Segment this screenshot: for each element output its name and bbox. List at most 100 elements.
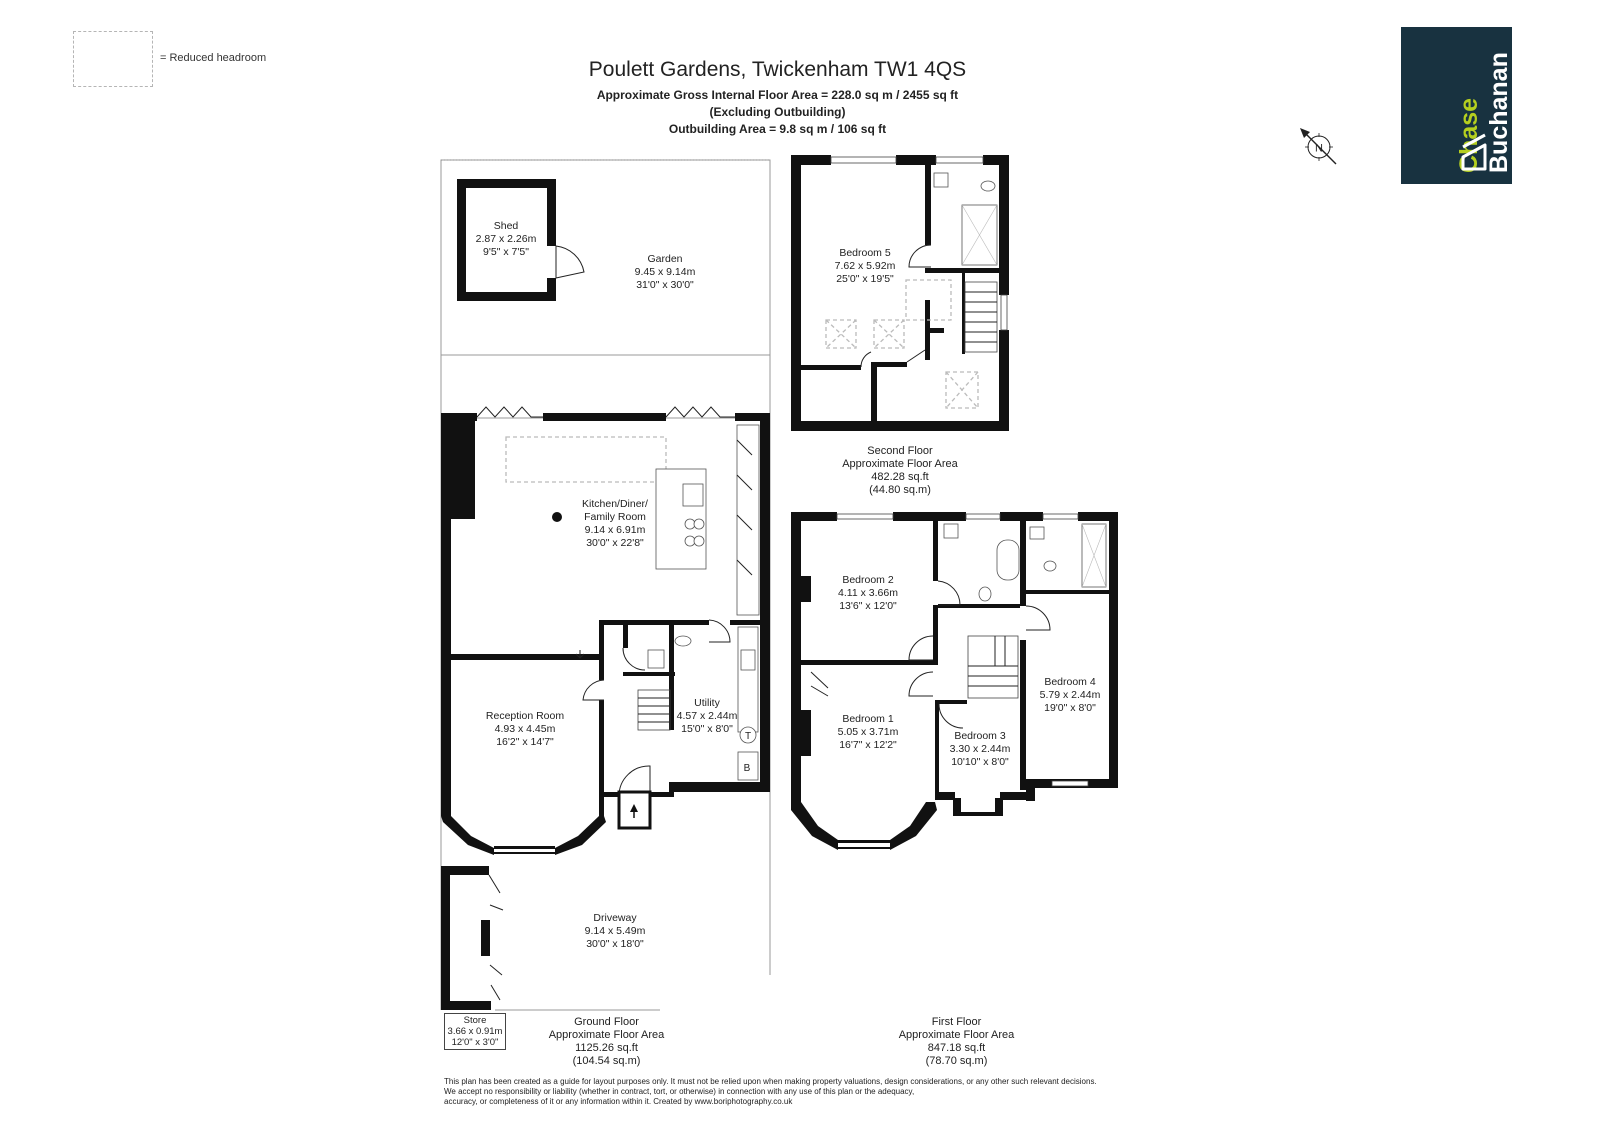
second-floor-toilet-icon <box>980 180 996 192</box>
reduced-headroom-legend-swatch <box>73 31 153 87</box>
second-floor-stairs <box>964 281 998 353</box>
floor-name: Second Floor <box>867 445 933 457</box>
room-imperial: 25'0" x 19'5" <box>836 273 894 285</box>
room-metric: 9.14 x 5.49m <box>584 925 646 937</box>
store-outline <box>441 866 504 1010</box>
floor-name: Ground Floor <box>574 1016 639 1028</box>
ensuite-basin-icon <box>1029 526 1045 540</box>
room-metric: 2.87 x 2.26m <box>475 233 537 245</box>
wc-basin-icon <box>647 649 665 669</box>
rooflight-1 <box>825 319 857 349</box>
floor-area-label: Approximate Floor Area <box>898 1029 1015 1041</box>
floor-area-sqft: 847.18 sq.ft <box>927 1042 986 1054</box>
second-floor-plan <box>791 155 1009 431</box>
bifold-door-left <box>476 406 543 418</box>
room-name: Bedroom 3 <box>954 730 1006 742</box>
floor-area-sqft: 1125.26 sq.ft <box>575 1042 638 1054</box>
room-metric: 4.11 x 3.66m <box>838 587 898 599</box>
disclaimer-line: accuracy, or completeness of it or any i… <box>444 1097 793 1106</box>
room-imperial: 15'0" x 8'0" <box>681 723 733 735</box>
floor-area-label: Approximate Floor Area <box>548 1029 665 1041</box>
room-label-driveway: Driveway 9.14 x 5.49m 30'0" x 18'0" <box>565 912 665 951</box>
boiler-label: B <box>744 763 751 774</box>
floor-area-sqm: (78.70 sq.m) <box>925 1055 988 1067</box>
room-name: Driveway <box>593 912 637 924</box>
room-label-reception: Reception Room 4.93 x 4.45m 16'2" x 14'7… <box>470 710 580 749</box>
reduced-headroom-legend-label: = Reduced headroom <box>160 52 267 64</box>
rooflight-3 <box>945 371 979 409</box>
rooflight-2 <box>873 319 905 349</box>
room-imperial: 19'0" x 8'0" <box>1044 702 1096 714</box>
second-floor-basin-icon <box>933 172 949 188</box>
kitchen-sink-icon <box>682 483 704 507</box>
compass-north-label: N <box>1315 143 1323 155</box>
disclaimer-line: This plan has been created as a guide fo… <box>444 1077 1097 1086</box>
room-imperial: 13'6" x 12'0" <box>839 600 897 612</box>
logo-word-buchanan: Buchanan <box>1485 52 1512 173</box>
disclaimer: This plan has been created as a guide fo… <box>444 1077 1164 1107</box>
floor-area-sqft: 482.28 sq.ft <box>871 471 929 483</box>
room-imperial: 16'2" x 14'7" <box>496 736 554 748</box>
utility-door-swing <box>708 619 731 643</box>
room-name: Reception Room <box>485 710 565 722</box>
room-metric: 5.79 x 2.44m <box>1039 689 1101 701</box>
room-imperial: 31'0" x 30'0" <box>636 279 694 291</box>
room-metric: 4.57 x 2.44m <box>676 710 738 722</box>
shower-door-swing <box>908 244 932 268</box>
ground-floor-walls <box>441 413 770 855</box>
bath-icon <box>996 539 1020 581</box>
ground-floor-plan: T B <box>440 159 771 1011</box>
north-arrow-icon: N <box>1300 128 1337 165</box>
room-metric: 9.14 x 6.91m <box>584 524 646 536</box>
wc-toilet-icon <box>674 635 692 647</box>
front-porch <box>617 790 652 830</box>
second-floor-summary: Second Floor Approximate Floor Area 482.… <box>840 445 960 497</box>
outbuilding-area-line: Outbuilding Area = 9.8 sq m / 106 sq ft <box>668 122 887 136</box>
agency-logo: Chase Buchanan <box>1401 27 1513 184</box>
excluding-outbuilding-line: (Excluding Outbuilding) <box>709 105 846 119</box>
room-name: Garden <box>647 253 683 265</box>
room-metric: 7.62 x 5.92m <box>834 260 896 272</box>
room-label-garden: Garden 9.45 x 9.14m 31'0" x 30'0" <box>610 253 720 292</box>
room-metric: 5.05 x 3.71m <box>837 726 899 738</box>
house-icon <box>1461 133 1487 171</box>
room-metric: 3.30 x 2.44m <box>949 743 1011 755</box>
room-name: Bedroom 4 <box>1044 676 1096 688</box>
room-name: Utility <box>694 697 720 709</box>
bathroom-toilet-icon <box>978 586 992 602</box>
ground-floor-summary: Ground Floor Approximate Floor Area 1125… <box>544 1016 669 1068</box>
room-label-store: Store 3.66 x 0.91m 12'0" x 3'0" <box>444 1013 506 1050</box>
room-name: Store <box>463 1015 487 1026</box>
shed-door-swing <box>555 245 585 279</box>
shed-outline <box>457 179 585 301</box>
room-name: Bedroom 1 <box>842 713 894 725</box>
room-imperial: 30'0" x 22'8" <box>586 537 644 549</box>
room-label-bedroom-5: Bedroom 5 7.62 x 5.92m 25'0" x 19'5" <box>815 247 915 286</box>
room-imperial: 12'0" x 3'0" <box>451 1037 499 1048</box>
room-imperial: 16'7" x 12'2" <box>839 739 897 751</box>
floor-area-sqm: (104.54 sq.m) <box>572 1055 641 1067</box>
room-name-line2: Family Room <box>584 511 646 523</box>
agency-logo-mark: Chase Buchanan <box>1455 52 1513 173</box>
front-entrance-arrow-icon <box>630 804 638 812</box>
room-label-bedroom-4: Bedroom 4 5.79 x 2.44m 19'0" x 8'0" <box>1030 676 1110 715</box>
room-label-shed: Shed 2.87 x 2.26m 9'5" x 7'5" <box>466 220 546 259</box>
room-imperial: 30'0" x 18'0" <box>586 938 644 950</box>
logo-word-chase: Chase <box>1455 98 1483 173</box>
room-label-bedroom-3: Bedroom 3 3.30 x 2.44m 10'10" x 8'0" <box>940 730 1020 769</box>
water-tank-label: T <box>745 731 751 742</box>
hob-icon <box>684 518 705 547</box>
room-metric: 4.93 x 4.45m <box>494 723 556 735</box>
first-floor-summary: First Floor Approximate Floor Area 847.1… <box>894 1016 1019 1068</box>
room-imperial: 9'5" x 7'5" <box>483 246 529 258</box>
page-title: Poulett Gardens, Twickenham TW1 4QS <box>588 58 967 81</box>
first-floor-stairs <box>967 635 1019 699</box>
water-tank-icon <box>739 726 757 744</box>
gross-area-line: Approximate Gross Internal Floor Area = … <box>596 88 959 102</box>
floor-area-label: Approximate Floor Area <box>842 458 958 470</box>
bathroom-basin-icon <box>943 523 959 539</box>
room-label-kitchen: Kitchen/Diner/ Family Room 9.14 x 6.91m … <box>560 498 670 550</box>
floor-name: First Floor <box>931 1016 982 1028</box>
room-metric: 3.66 x 0.91m <box>447 1026 503 1037</box>
room-name: Bedroom 2 <box>842 574 894 586</box>
